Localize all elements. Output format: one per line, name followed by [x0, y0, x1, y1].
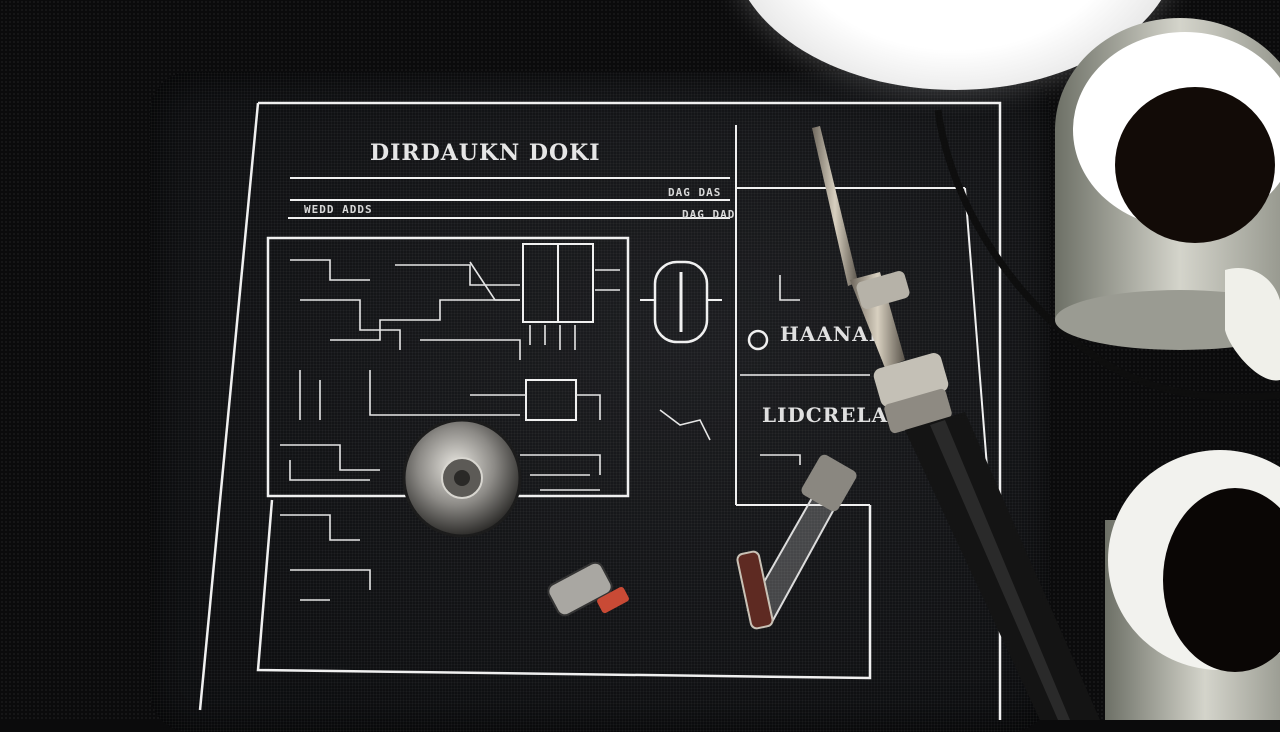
coffee-mug-icon	[1055, 18, 1280, 381]
transistor-icon	[736, 454, 857, 630]
right-panel-right	[964, 187, 991, 506]
sheet-border-left	[198, 102, 260, 711]
header-label-right-2: DAG DAD	[682, 208, 736, 221]
soldering-iron-icon	[812, 126, 1100, 720]
connector-icon	[547, 561, 629, 617]
inductor-symbol	[653, 260, 709, 344]
header-label-left-2: WEDD ADDS	[304, 203, 373, 216]
right-panel-label-2: LIDCRELA	[762, 403, 889, 427]
schematic-title: DIRDAUKN DOKI	[370, 140, 601, 166]
iron-cable	[934, 109, 1280, 401]
coffee-mug-icon-2	[1105, 450, 1280, 720]
metal-cap-icon	[402, 418, 522, 538]
lower-frame	[256, 499, 872, 680]
header-label-right-1: DAG DAS	[668, 186, 722, 199]
